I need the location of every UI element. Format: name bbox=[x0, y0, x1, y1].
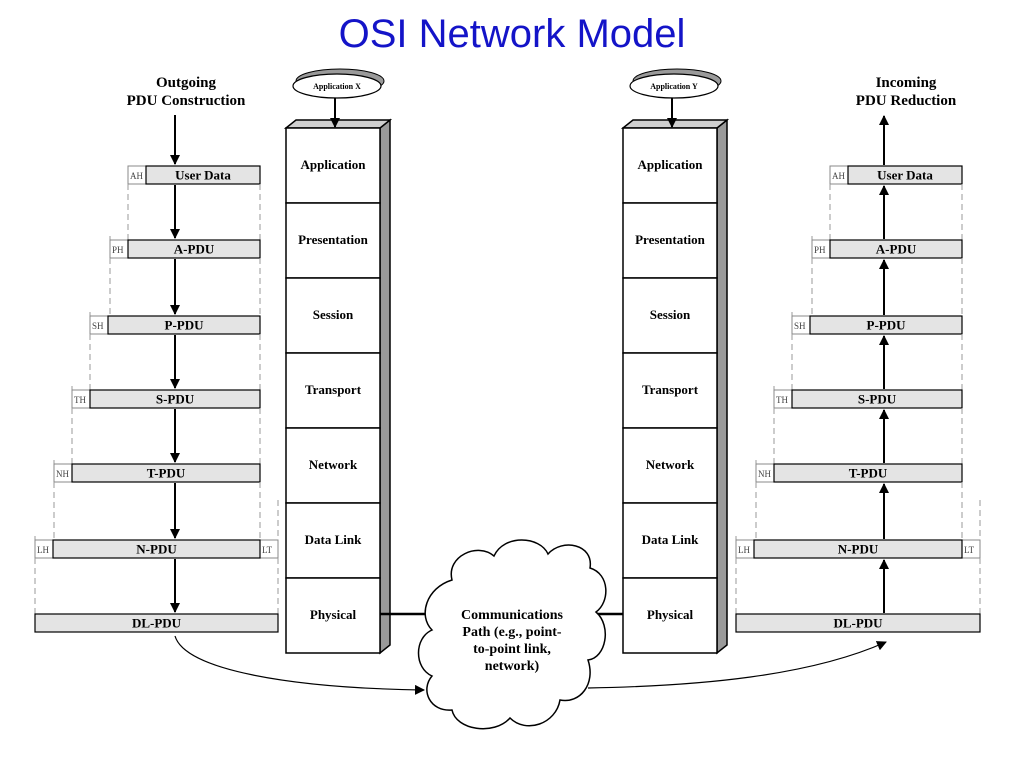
cloud-label: to-point link, bbox=[473, 642, 551, 657]
right-pdu-trailer-label: LT bbox=[964, 545, 975, 555]
right-pdu-label: DL-PDU bbox=[833, 616, 883, 631]
left-pdu-label: S-PDU bbox=[156, 392, 195, 407]
right-pdu-header-label: AH bbox=[832, 171, 845, 181]
left-pdu-box bbox=[89, 389, 261, 409]
left-pdu-label: T-PDU bbox=[147, 466, 186, 481]
left-layer-label: Transport bbox=[305, 382, 362, 397]
right-layer-presentation bbox=[622, 202, 718, 279]
right-pdu-box bbox=[809, 315, 963, 335]
left-pdu-box bbox=[145, 165, 261, 185]
right-pdu-header-label: NH bbox=[758, 469, 771, 479]
left-stack-side bbox=[379, 118, 391, 655]
left-layer-label: Data Link bbox=[305, 532, 362, 547]
left-pdu-box bbox=[127, 239, 261, 259]
right-pdu-header-label: TH bbox=[776, 395, 788, 405]
right-app-label: Application Y bbox=[650, 82, 698, 91]
right-pdu-header-label: SH bbox=[794, 321, 806, 331]
outgoing-heading: Outgoing PDU Construction bbox=[96, 74, 276, 110]
right-layer-session bbox=[622, 277, 718, 354]
right-layer-label: Data Link bbox=[642, 532, 699, 547]
left-layer-label: Presentation bbox=[298, 232, 369, 247]
cloud-label: network) bbox=[485, 659, 540, 674]
right-app-ellipse bbox=[629, 73, 719, 99]
left-pdu-label: DL-PDU bbox=[132, 616, 182, 631]
left-layer-label: Session bbox=[313, 307, 354, 322]
left-layer-transport bbox=[285, 352, 381, 429]
left-layer-presentation bbox=[285, 202, 381, 279]
left-pdu-header-label: LH bbox=[37, 545, 49, 555]
left-layer-network bbox=[285, 427, 381, 504]
communications-cloud bbox=[417, 539, 607, 730]
incoming-heading-line1: Incoming bbox=[875, 75, 937, 91]
right-layer-network bbox=[622, 427, 718, 504]
right-pdu-label: A-PDU bbox=[876, 242, 917, 257]
incoming-heading-line2: PDU Reduction bbox=[855, 93, 957, 109]
left-pdu-label: P-PDU bbox=[165, 318, 205, 333]
right-pdu-box bbox=[791, 389, 963, 409]
left-pdu-header-label: TH bbox=[74, 395, 86, 405]
right-pdu-label: N-PDU bbox=[838, 542, 879, 557]
right-pdu-box bbox=[753, 539, 963, 559]
right-pdu-label: S-PDU bbox=[858, 392, 897, 407]
right-layer-label: Application bbox=[637, 157, 703, 172]
left-pdu-header-label: AH bbox=[130, 171, 143, 181]
left-stack-top bbox=[283, 119, 393, 129]
left-layer-physical bbox=[285, 577, 381, 654]
left-pdu-box bbox=[71, 463, 261, 483]
left-layer-label: Network bbox=[309, 457, 358, 472]
left-pdu-label: A-PDU bbox=[174, 242, 215, 257]
right-layer-label: Session bbox=[650, 307, 691, 322]
left-pdu-box bbox=[107, 315, 261, 335]
right-stack-side bbox=[716, 118, 728, 655]
right-pdu-box bbox=[847, 165, 963, 185]
left-pdu-box bbox=[52, 539, 261, 559]
right-layer-label: Transport bbox=[642, 382, 699, 397]
right-layer-physical bbox=[622, 577, 718, 654]
right-pdu-label: T-PDU bbox=[849, 466, 888, 481]
right-pdu-box bbox=[829, 239, 963, 259]
left-layer-label: Physical bbox=[310, 607, 357, 622]
outgoing-heading-line1: Outgoing bbox=[155, 75, 216, 91]
left-layer-label: Application bbox=[300, 157, 366, 172]
right-layer-data-link bbox=[622, 502, 718, 579]
right-pdu-box bbox=[773, 463, 963, 483]
diagram-title: OSI Network Model bbox=[338, 12, 686, 56]
left-pdu-label: User Data bbox=[175, 168, 231, 183]
left-pdu-header-label: PH bbox=[112, 245, 124, 255]
left-layer-session bbox=[285, 277, 381, 354]
left-pdu-trailer-label: LT bbox=[262, 545, 273, 555]
left-app-ellipse bbox=[292, 73, 382, 99]
outgoing-curve-arrow bbox=[174, 635, 425, 695]
left-pdu-box bbox=[34, 613, 279, 633]
cloud-label: Path (e.g., point- bbox=[462, 625, 562, 640]
right-pdu-header-label: PH bbox=[814, 245, 826, 255]
right-stack-top bbox=[620, 119, 730, 129]
right-pdu-box bbox=[735, 613, 981, 633]
left-app-label: Application X bbox=[313, 82, 361, 91]
right-pdu-label: User Data bbox=[877, 168, 933, 183]
incoming-heading: Incoming PDU Reduction bbox=[816, 74, 996, 110]
right-layer-label: Network bbox=[646, 457, 695, 472]
left-pdu-header-label: NH bbox=[56, 469, 69, 479]
left-pdu-label: N-PDU bbox=[136, 542, 177, 557]
right-pdu-label: P-PDU bbox=[867, 318, 907, 333]
left-layer-data-link bbox=[285, 502, 381, 579]
right-layer-label: Presentation bbox=[635, 232, 706, 247]
right-pdu-header-label: LH bbox=[738, 545, 750, 555]
left-pdu-header-label: SH bbox=[92, 321, 104, 331]
right-layer-label: Physical bbox=[647, 607, 694, 622]
outgoing-heading-line2: PDU Construction bbox=[126, 93, 246, 109]
incoming-curve-arrow bbox=[587, 641, 887, 689]
cloud-label: Communications bbox=[461, 608, 563, 623]
right-layer-application bbox=[622, 127, 718, 204]
